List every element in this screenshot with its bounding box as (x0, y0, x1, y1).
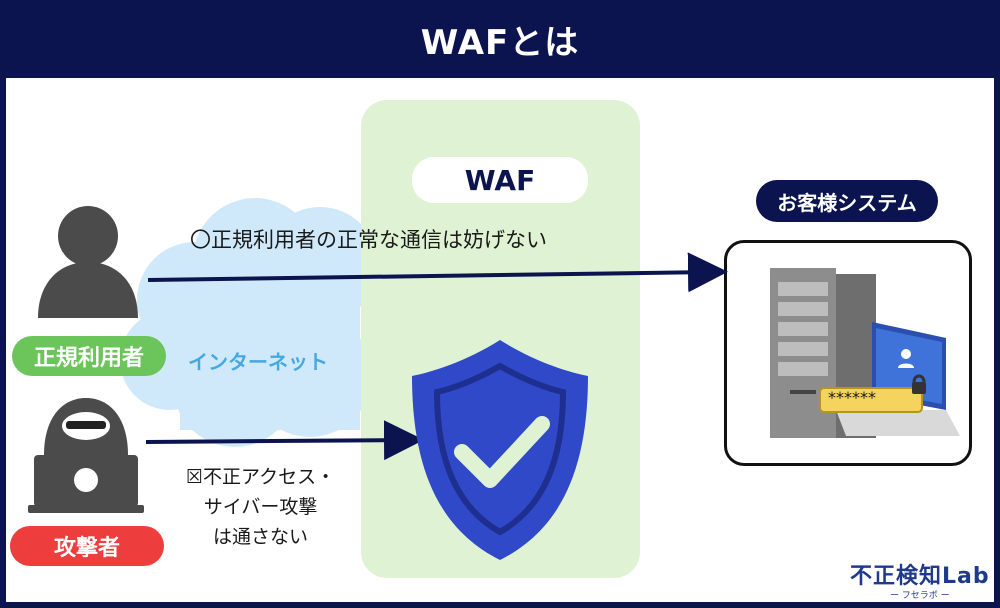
logo-main-text: 不正検知Lab (850, 564, 990, 589)
attacker-icon (28, 398, 144, 513)
blocked-message-line-1: ☒不正アクセス・ (186, 466, 336, 488)
shield-check-icon (412, 340, 588, 560)
password-field-icon (819, 374, 926, 413)
customer-system-label: お客様システム (756, 180, 938, 222)
password-mask: ****** (828, 388, 876, 407)
normal-traffic-message: 〇正規利用者の正常な通信は妨げない (190, 228, 547, 252)
internet-label: インターネット (188, 350, 328, 374)
user-icon (38, 206, 138, 318)
blocked-traffic-arrow (145, 420, 424, 461)
cloud-icon (120, 198, 378, 447)
blocked-message-line-3: は通さない (213, 526, 309, 548)
blocked-traffic-message: ☒不正アクセス・ サイバー攻撃 は通さない (186, 462, 335, 552)
header-bar: WAFとは (0, 0, 1000, 78)
page-title: WAFとは (420, 22, 580, 63)
waf-label: WAF (412, 157, 588, 203)
legitimate-user-label: 正規利用者 (12, 336, 166, 376)
normal-traffic-arrow (147, 252, 728, 293)
attacker-label: 攻撃者 (10, 526, 164, 566)
logo: 不正検知Lab ー フセラボ ー (850, 558, 990, 601)
blocked-message-line-2: サイバー攻撃 (203, 496, 318, 518)
logo-sub-text: ー フセラボ ー (889, 591, 950, 601)
